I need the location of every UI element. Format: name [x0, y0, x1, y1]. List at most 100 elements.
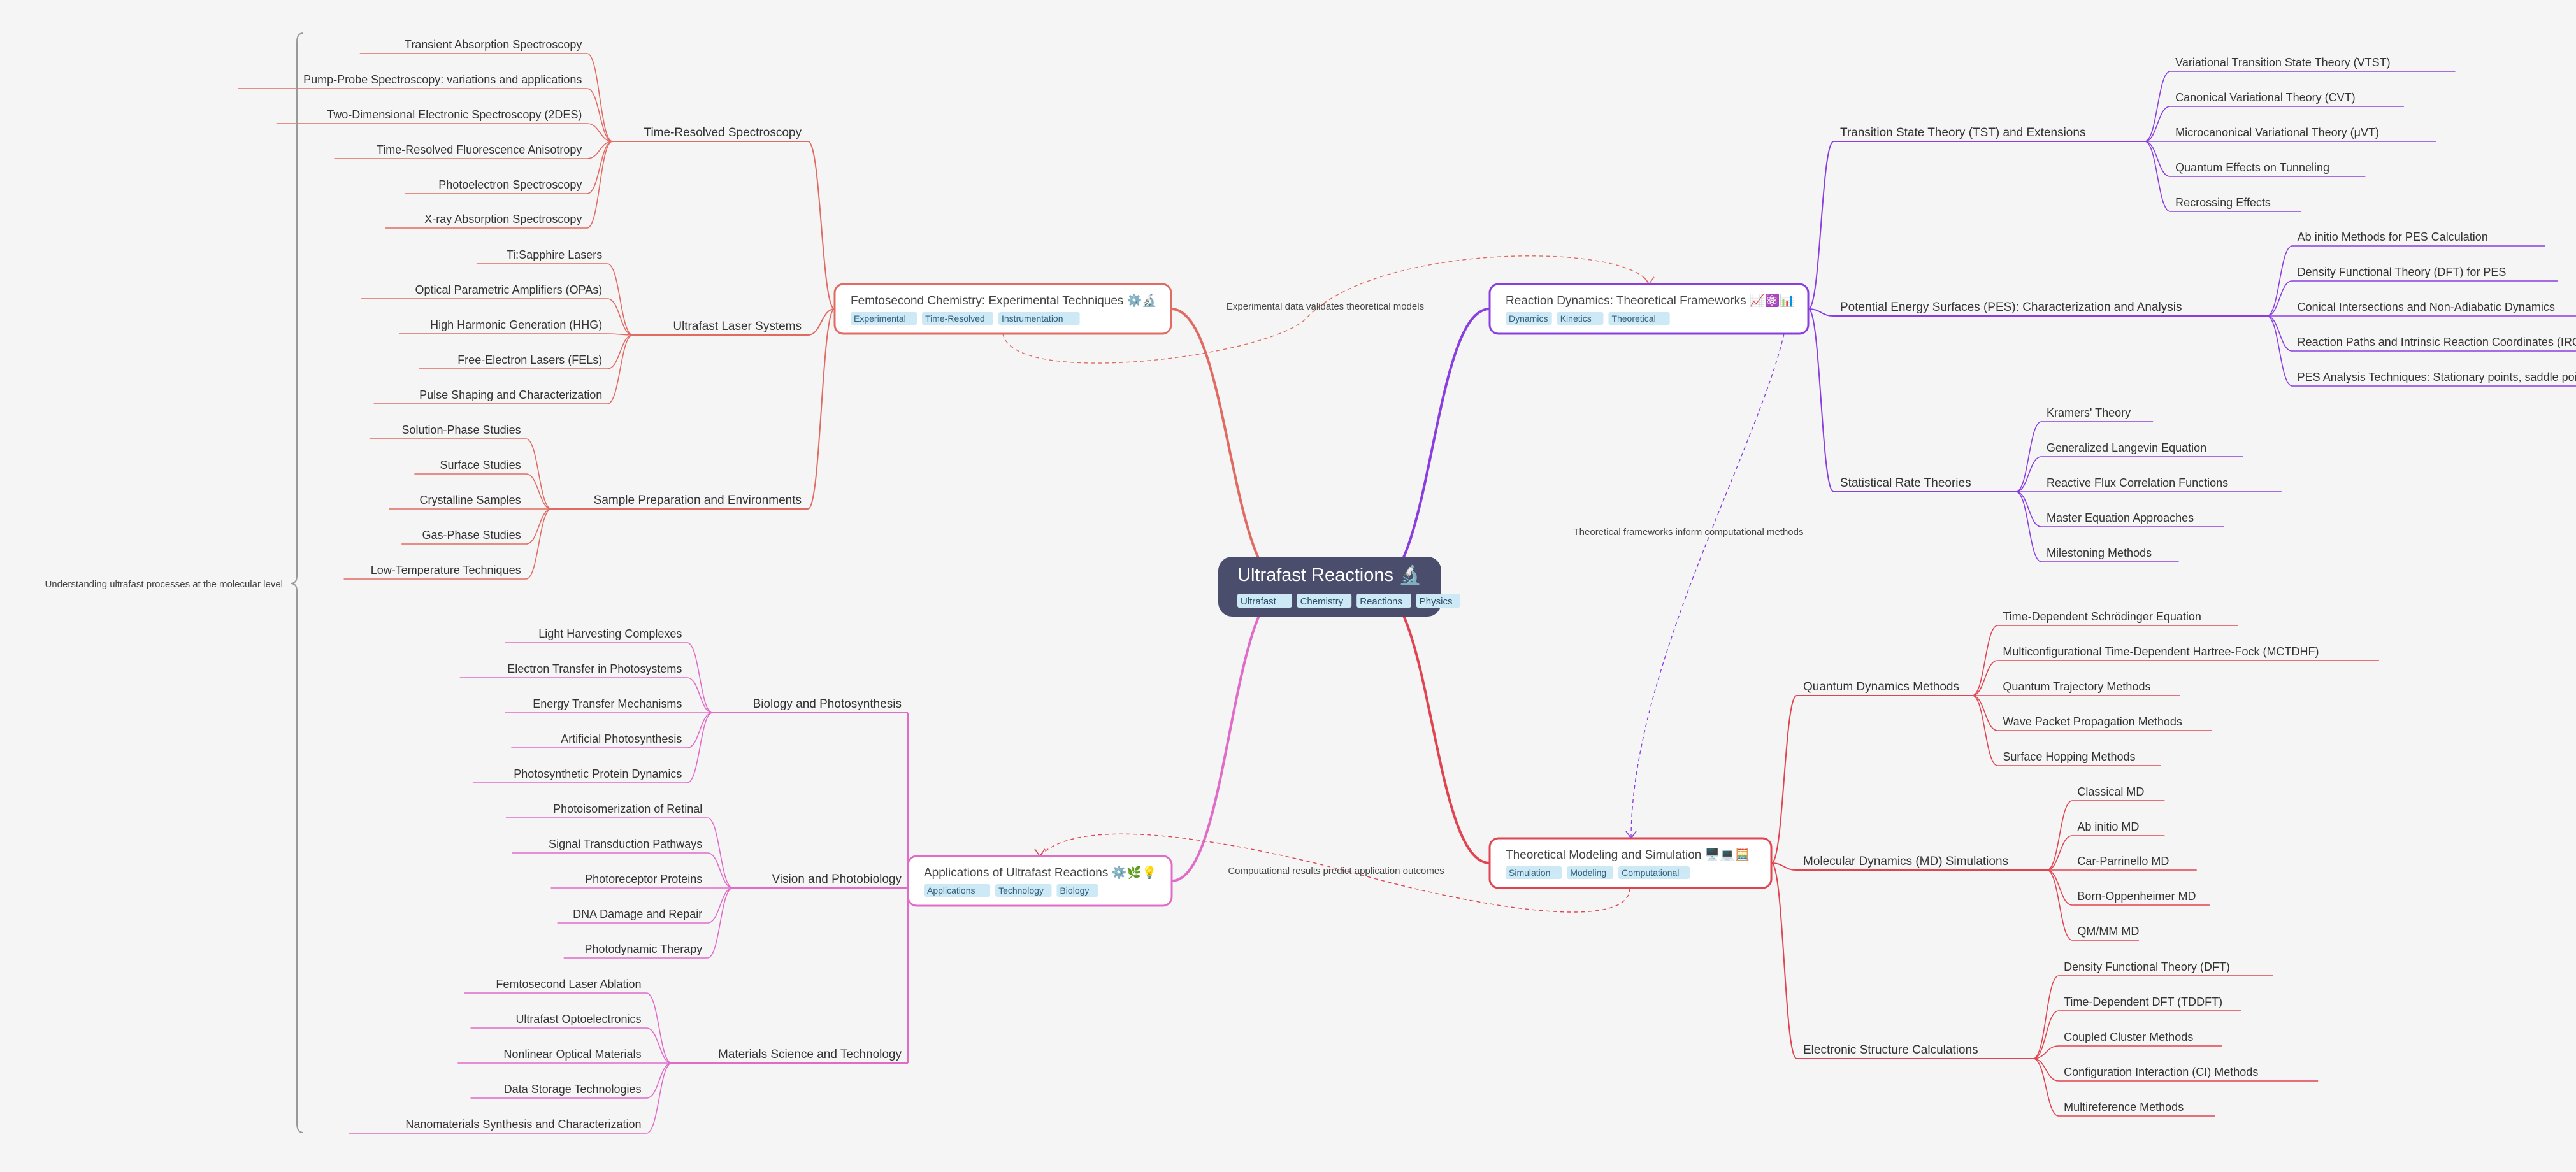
group-label: Vision and Photobiology — [772, 873, 902, 886]
group-node[interactable]: Biology and Photosynthesis — [753, 697, 902, 711]
connection-label: Theoretical frameworks inform computatio… — [1574, 527, 1804, 538]
leaf-link — [587, 141, 613, 159]
group-node[interactable]: Molecular Dynamics (MD) Simulations — [1803, 855, 2008, 868]
leaf-node[interactable]: Photoelectron Spectroscopy — [438, 178, 582, 191]
leaf-node[interactable]: Born-Oppenheimer MD — [2077, 890, 2196, 903]
leaf-node[interactable]: QM/MM MD — [2077, 925, 2139, 938]
summary-bracket — [290, 32, 304, 1133]
tag-background — [1056, 884, 1098, 897]
leaf-node[interactable]: Milestoning Methods — [2047, 547, 2152, 559]
group-node[interactable]: Statistical Rate Theories — [1840, 476, 1971, 490]
leaf-label: High Harmonic Generation (HHG) — [430, 318, 602, 331]
leaf-node[interactable]: Artificial Photosynthesis — [561, 732, 682, 745]
leaf-node[interactable]: Ab initio Methods for PES Calculation — [2298, 231, 2488, 243]
leaf-node[interactable]: Quantum Effects on Tunneling — [2175, 161, 2329, 174]
theoretical-topic[interactable]: Reaction Dynamics: Theoretical Framework… — [1488, 283, 1810, 335]
leaf-link — [2015, 491, 2042, 562]
leaf-node[interactable]: Time-Dependent Schrödinger Equation — [2003, 610, 2201, 623]
group-node[interactable]: Transition State Theory (TST) and Extens… — [1840, 126, 2085, 139]
leaf-link — [646, 1062, 672, 1099]
leaf-node[interactable]: Coupled Cluster Methods — [2064, 1031, 2193, 1043]
leaf-node[interactable]: Master Equation Approaches — [2047, 511, 2194, 524]
experimental-tag: Time-Resolved — [922, 312, 993, 325]
group-node[interactable]: Potential Energy Surfaces (PES): Charact… — [1840, 301, 2182, 314]
tag-background — [1506, 866, 1562, 879]
leaf-node[interactable]: Pump-Probe Spectroscopy: variations and … — [303, 73, 582, 86]
group-link — [1771, 862, 1797, 1059]
group-node[interactable]: Materials Science and Technology — [718, 1048, 902, 1061]
group-link — [807, 308, 835, 336]
leaf-link — [2047, 869, 2073, 941]
leaf-node[interactable]: High Harmonic Generation (HHG) — [430, 318, 602, 331]
leaf-node[interactable]: Surface Studies — [440, 459, 521, 471]
leaf-node[interactable]: Free-Electron Lasers (FELs) — [457, 354, 602, 366]
leaf-node[interactable]: Two-Dimensional Electronic Spectroscopy … — [327, 108, 582, 121]
leaf-node[interactable]: Kramers' Theory — [2047, 406, 2131, 419]
leaf-node[interactable]: Multiconfigurational Time-Dependent Hart… — [2003, 645, 2319, 658]
leaf-node[interactable]: Low-Temperature Techniques — [371, 564, 521, 576]
tag-label: Chemistry — [1300, 596, 1344, 607]
leaf-label: Microcanonical Variational Theory (μVT) — [2175, 126, 2379, 139]
leaf-node[interactable]: Photoreceptor Proteins — [585, 873, 702, 885]
leaf-node[interactable]: Photodynamic Therapy — [584, 943, 702, 955]
leaf-node[interactable]: Pulse Shaping and Characterization — [419, 389, 602, 401]
leaf-label: Photoreceptor Proteins — [585, 873, 702, 885]
leaf-node[interactable]: Multireference Methods — [2064, 1101, 2184, 1113]
leaf-node[interactable]: Ultrafast Optoelectronics — [515, 1013, 641, 1026]
leaf-node[interactable]: Crystalline Samples — [420, 494, 521, 506]
leaf-node[interactable]: Photosynthetic Protein Dynamics — [514, 768, 682, 780]
leaf-node[interactable]: Light Harvesting Complexes — [538, 627, 682, 640]
leaf-node[interactable]: Femtosecond Laser Ablation — [496, 978, 641, 990]
leaf-node[interactable]: Ab initio MD — [2077, 820, 2139, 833]
leaf-node[interactable]: Gas-Phase Studies — [422, 529, 521, 541]
leaf-node[interactable]: Optical Parametric Amplifiers (OPAs) — [415, 283, 603, 296]
group-node[interactable]: Vision and Photobiology — [772, 873, 902, 886]
leaf-node[interactable]: Time-Dependent DFT (TDDFT) — [2064, 996, 2222, 1008]
leaf-node[interactable]: Nanomaterials Synthesis and Characteriza… — [405, 1118, 641, 1131]
leaf-node[interactable]: Variational Transition State Theory (VTS… — [2175, 56, 2390, 69]
leaf-node[interactable]: Wave Packet Propagation Methods — [2003, 715, 2182, 728]
group-node[interactable]: Quantum Dynamics Methods — [1803, 680, 1959, 694]
leaf-node[interactable]: Solution-Phase Studies — [401, 424, 521, 436]
group-node[interactable]: Time-Resolved Spectroscopy — [644, 126, 802, 139]
leaf-node[interactable]: Transient Absorption Spectroscopy — [405, 38, 582, 51]
leaf-node[interactable]: Photoisomerization of Retinal — [553, 803, 702, 815]
leaf-node[interactable]: Surface Hopping Methods — [2003, 750, 2135, 763]
experimental-topic[interactable]: Femtosecond Chemistry: Experimental Tech… — [833, 283, 1172, 335]
leaf-node[interactable]: Car-Parrinello MD — [2077, 855, 2169, 868]
leaf-node[interactable]: Canonical Variational Theory (CVT) — [2175, 91, 2355, 104]
leaf-node[interactable]: Quantum Trajectory Methods — [2003, 680, 2150, 693]
leaf-node[interactable]: Density Functional Theory (DFT) — [2064, 961, 2230, 973]
leaf-node[interactable]: Energy Transfer Mechanisms — [533, 697, 682, 710]
leaf-node[interactable]: Data Storage Technologies — [504, 1083, 642, 1096]
leaf-node[interactable]: Signal Transduction Pathways — [549, 838, 702, 850]
leaf-link — [2144, 141, 2171, 177]
leaf-node[interactable]: Configuration Interaction (CI) Methods — [2064, 1066, 2258, 1078]
leaf-node[interactable]: Density Functional Theory (DFT) for PES — [2298, 266, 2507, 278]
leaf-node[interactable]: Reactive Flux Correlation Functions — [2047, 476, 2228, 489]
group-link — [1808, 308, 1834, 492]
leaf-node[interactable]: Conical Intersections and Non-Adiabatic … — [2298, 301, 2555, 313]
leaf-node[interactable]: Ti:Sapphire Lasers — [507, 248, 602, 261]
leaf-node[interactable]: DNA Damage and Repair — [573, 908, 702, 920]
leaf-node[interactable]: Microcanonical Variational Theory (μVT) — [2175, 126, 2379, 139]
leaf-node[interactable]: Electron Transfer in Photosystems — [507, 662, 682, 675]
leaf-node[interactable]: PES Analysis Techniques: Stationary poin… — [2298, 371, 2576, 383]
leaf-node[interactable]: Generalized Langevin Equation — [2047, 441, 2206, 454]
leaf-link — [587, 141, 613, 229]
leaf-node[interactable]: Time-Resolved Fluorescence Anisotropy — [377, 143, 582, 156]
leaf-label: Electron Transfer in Photosystems — [507, 662, 682, 675]
group-node[interactable]: Electronic Structure Calculations — [1803, 1043, 1978, 1057]
leaf-node[interactable]: Reaction Paths and Intrinsic Reaction Co… — [2298, 336, 2576, 348]
leaf-node[interactable]: Recrossing Effects — [2175, 196, 2271, 209]
group-node[interactable]: Ultrafast Laser Systems — [673, 320, 802, 333]
leaf-node[interactable]: Classical MD — [2077, 785, 2144, 798]
tag-background — [1557, 312, 1604, 325]
modeling-topic[interactable]: Theoretical Modeling and Simulation 🖥️💻🧮… — [1488, 837, 1773, 889]
group-node[interactable]: Sample Preparation and Environments — [594, 494, 802, 507]
applications-topic[interactable]: Applications of Ultrafast Reactions ⚙️🌿💡… — [907, 855, 1173, 907]
leaf-node[interactable]: X-ray Absorption Spectroscopy — [424, 213, 582, 225]
leaf-node[interactable]: Nonlinear Optical Materials — [503, 1048, 641, 1061]
